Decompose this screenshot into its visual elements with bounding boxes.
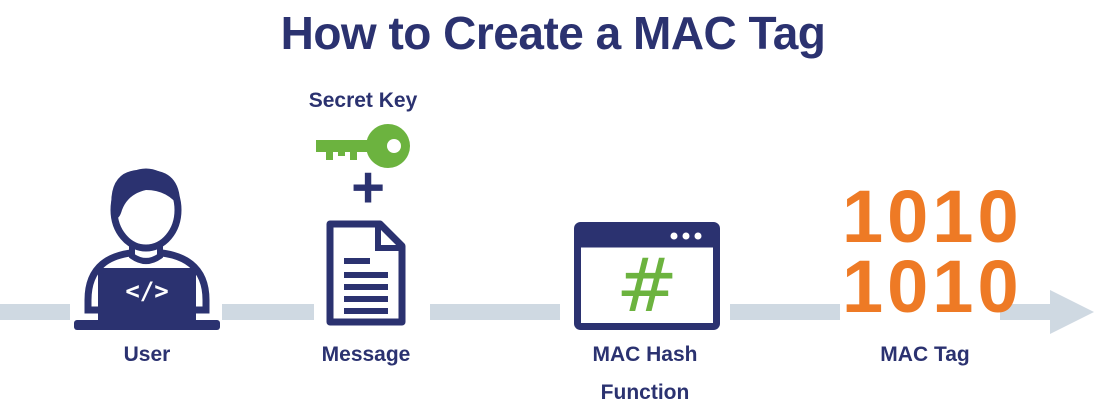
code-icon: </> (125, 277, 169, 305)
plus-icon: + (351, 155, 385, 220)
hash-function-label-line2: Function (600, 381, 690, 404)
user-label: User (123, 343, 171, 366)
flow-line-segment (1000, 304, 1060, 320)
secret-key-label: Secret Key (308, 89, 418, 112)
mac-tag-label: MAC Tag (880, 343, 970, 366)
diagram-title: How to Create a MAC Tag (280, 7, 826, 59)
binary-icon: 1010 1010 (842, 175, 1023, 328)
binary-row: 1010 (842, 245, 1023, 328)
message-label: Message (321, 343, 411, 366)
flow-line-segment (730, 304, 840, 320)
binary-row: 1010 (842, 175, 1023, 258)
arrow-head-icon (1050, 290, 1094, 334)
hash-icon: # (615, 243, 678, 329)
flow-line-segment (222, 304, 314, 320)
user-laptop-icon (74, 168, 220, 330)
flow-line-segment (0, 304, 70, 320)
browser-window-icon (574, 222, 720, 330)
flow-line-segment (430, 304, 560, 320)
hash-function-label: MAC Hash Function (560, 336, 730, 412)
hash-function-label-line1: MAC Hash (592, 343, 698, 366)
key-icon (316, 124, 410, 168)
document-icon (326, 220, 406, 326)
